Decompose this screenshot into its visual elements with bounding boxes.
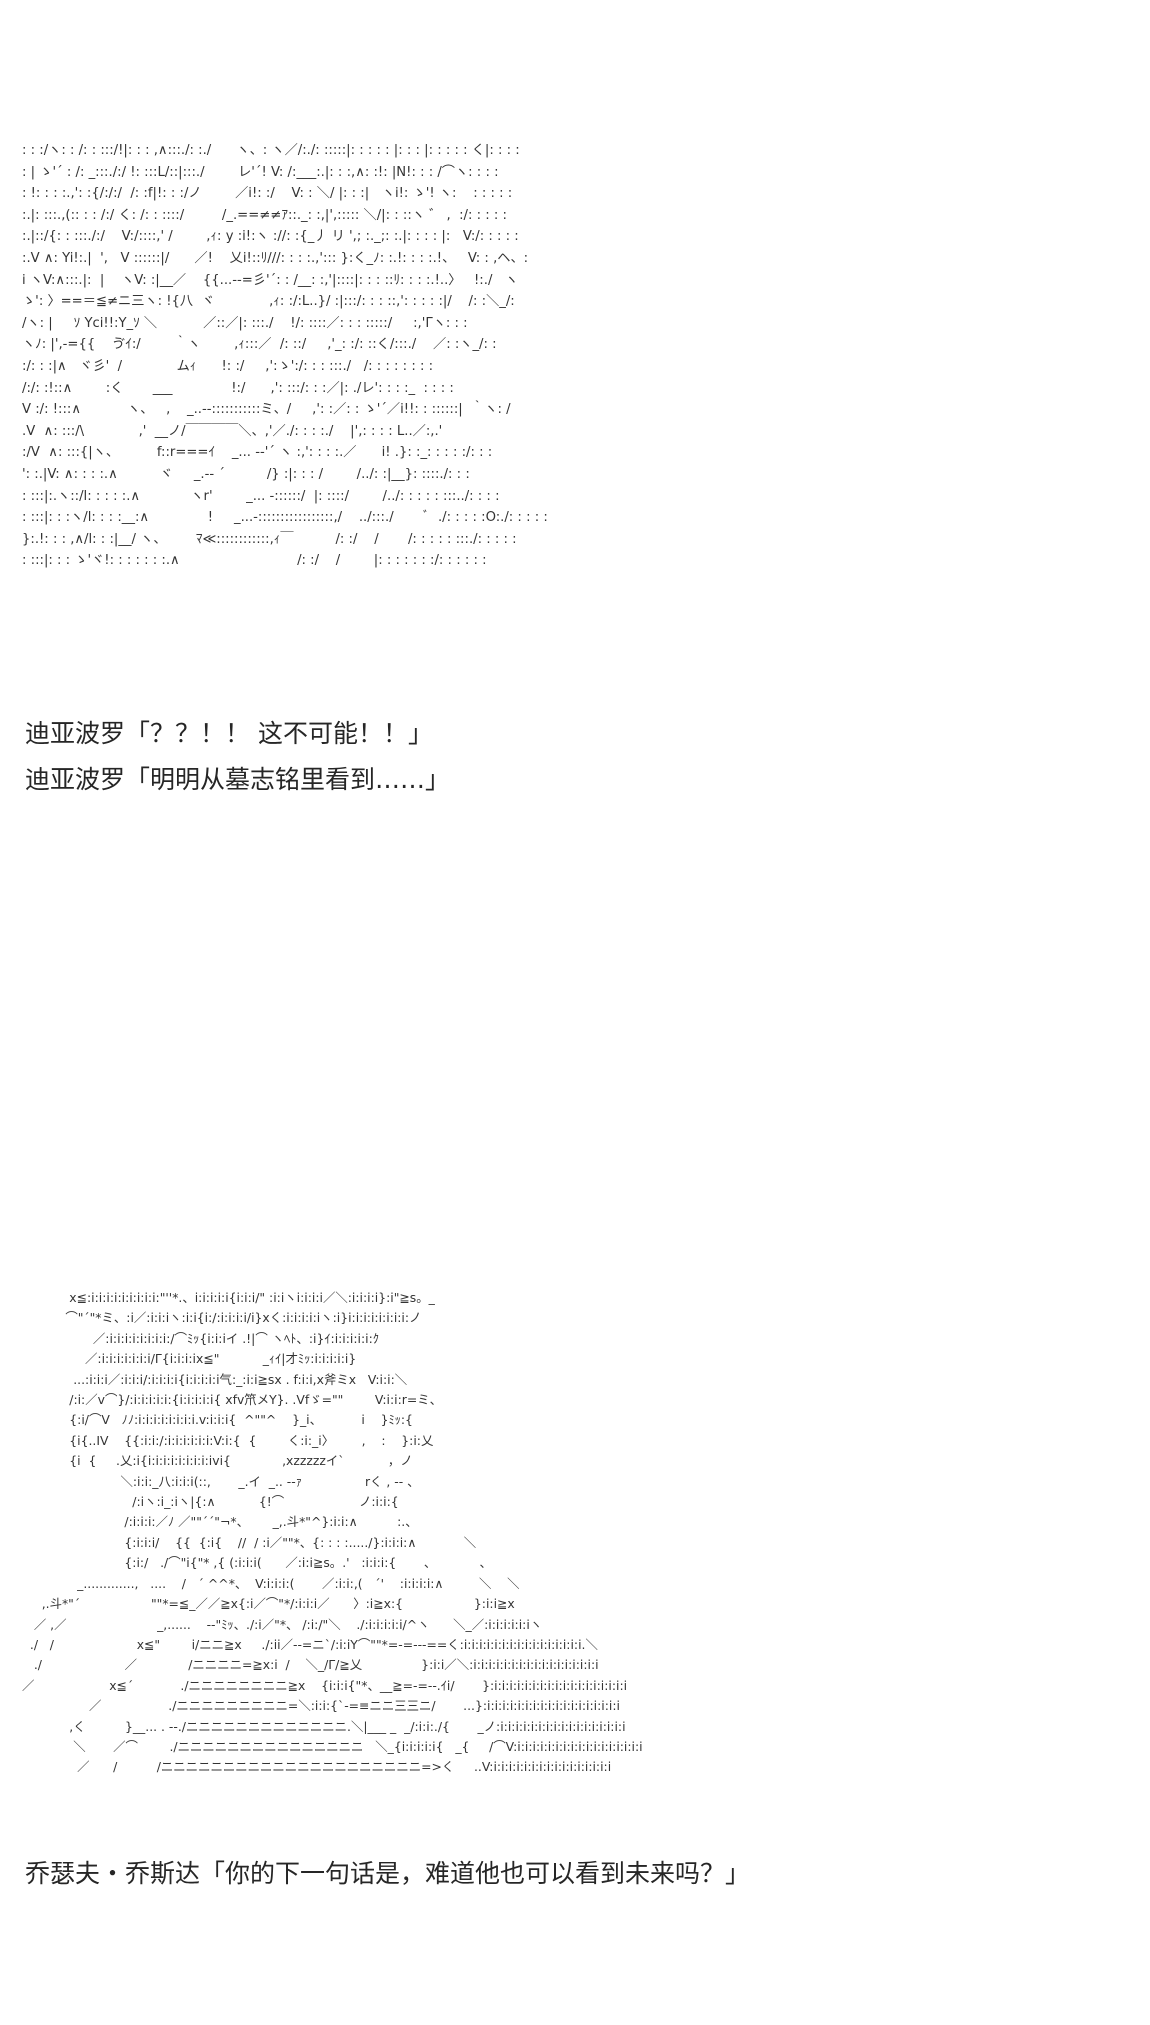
ascii-art-line: i ヽV:∧:::.|: | ヽV: :|__／ {{...--=彡'´: : … — [22, 272, 519, 288]
ascii-art-line: {i { .乂:i{i:i:i:i:i:i:i:i:ivi{ ,xzzzzzイ`… — [22, 1453, 413, 1469]
ascii-art-line: ': :.|V: ∧: : : :.∧ ヾ _.-- ´ /} :|: : : … — [22, 466, 470, 482]
ascii-art-line: ／ ./ニニニニニニニニニ=＼:i:i:{`-=≡ニニ三三ニ/ ...}:i:i… — [22, 1698, 620, 1714]
ascii-art-line: : :::|:.ヽ::/l: : : : :.∧ ヽr' _... -:::::… — [22, 488, 500, 504]
ascii-art-line: :/: : :|∧ ヾ彡' / ムｨ !: :/ ,':ゝ':/: : : ::… — [22, 358, 434, 374]
ascii-art-line: : | ゝ'´ : /: _:::./:/ !: :::L/::|:::./ レ… — [22, 164, 499, 180]
ascii-art-line: ／:i:i:i:i:i:i:i:i:/⌒ﾐｯ{i:i:iイ .!|⌒ ヽﾍﾄ、:… — [22, 1330, 379, 1346]
caption-joseph-line: 乔瑟夫・乔斯达「你的下一句话是，难道他也可以看到未来吗？」 — [25, 1859, 751, 1888]
caption-diavolo-line-1: 迪亚波罗「？？！！ 这不可能！！」 — [25, 719, 433, 748]
ascii-art-line: ゝ': 〉==＝≦≠ニ三ヽ: !{八 ヾ ,ｨ: :/:L..}/ :|:::/… — [22, 294, 515, 310]
ascii-art-line: /:i:／v⌒}/:i:i:i:i:i:{i:i:i:i:i{ xfv笊メY}.… — [22, 1392, 443, 1408]
ascii-art-line: .V ∧: :::/\ ,' __ノ/￣￣￣￣＼、,'／./: : : :./ … — [22, 423, 443, 439]
ascii-art-line: ／:i:i:i:i:i:i:i/Γ{i:i:i:ix≦" _ｨｲ|才ﾐｯ:i:i… — [22, 1351, 357, 1367]
ascii-art-line: ／ x≦´ ./ニニニニニニニニ≧x {i:i:i{"*、__≧=-=--.ｲi… — [22, 1677, 628, 1693]
ascii-art-line: ,く }__... . --./ニニニニニニニニニニニニニ.＼|___ _ _/… — [22, 1718, 626, 1734]
ascii-art-line: ,.斗*"´ ""*=≦_／／≧x{:i／⌒"*/:i:i:i／ 〉:i≧x:{… — [22, 1596, 515, 1612]
ascii-art-line: ヽﾉ: |',-={{ ゔｲ:/ ｀ヽ ,ｨ:::／ /: ::/ ,'_: :… — [22, 337, 497, 353]
ascii-art-line: : !: : : :.,': :{/:/:/ /: :f|!: : :/ノ ／i… — [22, 186, 513, 202]
ascii-art-line: _............., .... / ´ ^^*、 V:i:i:i:( … — [22, 1575, 520, 1591]
ascii-art-line: ./ ／ /ニニニニ=≧x:i / ＼_/Γ/≧乂 }:i:i／＼:i:i:i:… — [22, 1657, 599, 1673]
ascii-art-line: /ヽ: | ｿ Yci!!:Y_ｿ ＼ ／::／|: :::./ !/: :::… — [22, 315, 468, 331]
ascii-art-line: {:i:i:i/ {{ {:i{ // / :i／""*、{: : : :...… — [22, 1534, 477, 1550]
ascii-art-line: ＼ ／⌒ ./ニニニニニニニニニニニニニニニ ＼_{i:i:i:i:i{ _{ … — [22, 1738, 643, 1754]
ascii-art-line: : :::|: : : ゝ'ヾ!: : : : : : :.∧ /: :/ / … — [22, 553, 487, 569]
ascii-art-line: V :/: !:::∧ ヽ、 , _..--:::::::::::ミ、/ ,':… — [22, 402, 511, 418]
ascii-art-line: ／ / /ニニニニニニニニニニニニニニニニニニニニニ=>く ..V:i:i:i:… — [22, 1759, 612, 1775]
ascii-art-line: : :::|: : :ヽ/l: : : :__:∧ ! _...-:::::::… — [22, 510, 548, 526]
ascii-art-line: ／ ,／ _,...... --"ﾐｯ、./:i／"*、 /:i:/"＼ ./:… — [22, 1616, 543, 1632]
caption-diavolo-line-2: 迪亚波罗「明明从墓志铭里看到……」 — [25, 765, 451, 794]
ascii-art-line: x≦:i:i:i:i:i:i:i:i:i:"''*.、i:i:i:i:i{i:i… — [22, 1290, 435, 1305]
ascii-art-line: }:.!: : : ,∧/l: : :|__/ ヽ、 ﾏ≪:::::::::::… — [22, 531, 517, 547]
ascii-art-line: ⌒"´"*ミ、:i／:i:i:iヽ:i:i{i:/:i:i:i:i/i}xく:i… — [22, 1310, 422, 1326]
ascii-art-diavolo: : : :/ヽ: : /: : :::/!|: : : ,∧:::./: :./… — [22, 140, 822, 700]
ascii-art-line: :.V ∧: Yi!:.| ', V ::::::|/ ／! 乂i!::ﾘ///… — [22, 250, 529, 266]
ascii-art-line: ...:i:i:i／:i:i:i/:i:i:i:i{i:i:i:i:i气:_:i… — [22, 1371, 408, 1387]
ascii-art-line: : : :/ヽ: : /: : :::/!|: : : ,∧:::./: :./… — [22, 143, 520, 158]
ascii-art-line: ./ / x≦" i/ニニ≧x ./:ii／--=ニ`/:i:iY⌒""*=-=… — [22, 1636, 598, 1652]
ascii-art-line: /:iヽ:i_:iヽ|{:∧ {!⌒ ノ:i:i:{ — [22, 1494, 399, 1510]
ascii-art-joseph: x≦:i:i:i:i:i:i:i:i:i:"''*.、i:i:i:i:i{i:i… — [22, 1288, 862, 1828]
ascii-art-line: :.|::/{: : :::./:/ V:/::::,' / ,ｨ: y :i!… — [22, 229, 519, 245]
ascii-art-line: ＼:i:i:_八:i:i:i(::, _.イ _.. --ｧ rく , -- 、 — [22, 1473, 420, 1489]
ascii-art-line: :.|: :::.,(:: : : /:/ く: /: : ::::/ /_.=… — [22, 207, 507, 223]
ascii-art-line: {:i/⌒V ﾉﾉ:i:i:i:i:i:i:i:i.v:i:i:i{ ^""^ … — [22, 1412, 413, 1428]
ascii-art-line: /:i:i:i:／ﾉ ／""´´"¬*、 _,.斗*"^}:i:i:∧ :.、 — [22, 1514, 418, 1530]
ascii-art-line: {i{..ΙV {{:i:i:/:i:i:i:i:i:i:V:i:{ { く:i… — [22, 1432, 434, 1448]
ascii-art-line: /:/: :!::∧ :く ___ !:/ ,': :::/: : :／|: .… — [22, 380, 454, 396]
ascii-art-line: {:i:/ ./⌒"i{"* ,{ (:i:i:i( ／:i:i≧s。.' :i… — [22, 1555, 492, 1571]
ascii-art-line: :/V ∧: :::{|ヽ、 f::r===ｲ _... --'´ ヽ :,':… — [22, 445, 493, 461]
